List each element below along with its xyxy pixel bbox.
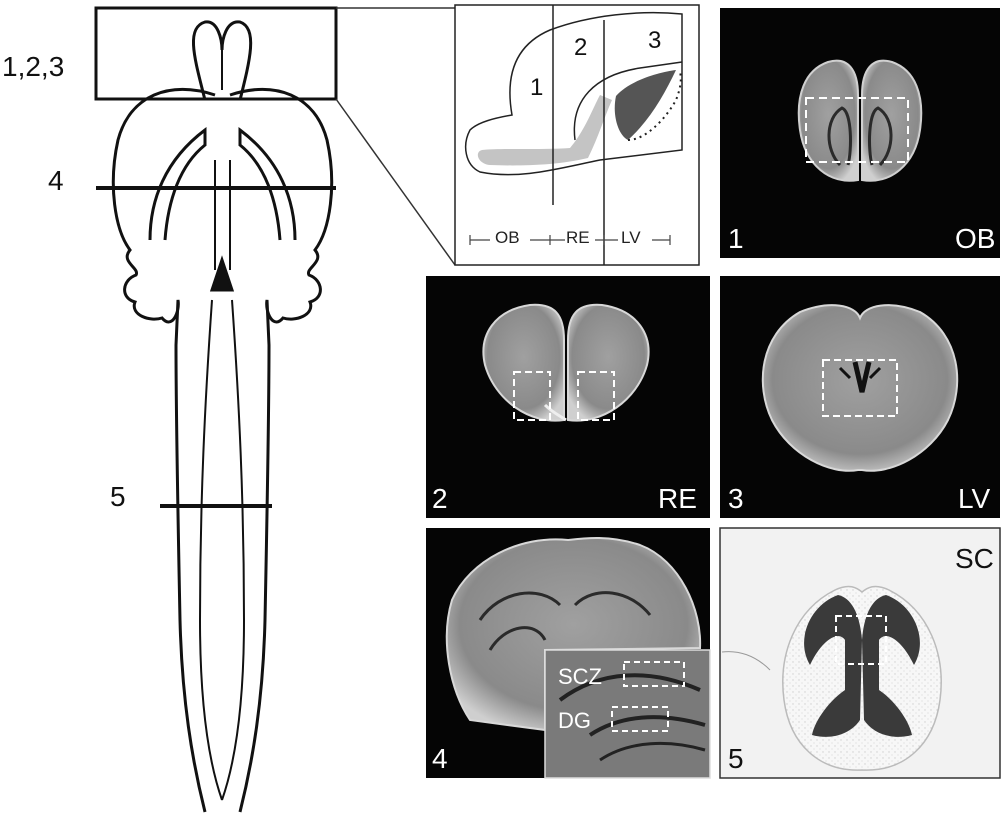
brain-spinal-cord-outline <box>113 22 331 812</box>
section-box-123 <box>96 8 336 99</box>
panel-3-lv <box>720 276 1000 518</box>
panel-1-ob <box>720 8 1000 258</box>
zoom-connector-bottom <box>336 99 455 265</box>
panel-5-number: 5 <box>728 743 744 774</box>
schematic-label-re: RE <box>566 228 590 247</box>
panel-4-number: 4 <box>432 743 448 774</box>
panel-3-label: LV <box>958 483 990 514</box>
level-label-123: 1,2,3 <box>2 51 64 82</box>
level-label-5: 5 <box>110 481 126 512</box>
panel-1-label: OB <box>955 223 995 254</box>
panel-4-dg-label: DG <box>558 708 591 733</box>
panel-1-number: 1 <box>728 223 744 254</box>
schematic-number-3: 3 <box>648 27 661 54</box>
panel-2-re <box>426 276 710 518</box>
schematic-label-lv: LV <box>621 228 641 247</box>
panel-4-hippocampus <box>426 528 710 778</box>
schematic-label-ob: OB <box>495 228 520 247</box>
panel-2-number: 2 <box>432 483 448 514</box>
schematic-number-2: 2 <box>574 34 587 61</box>
panel-2-label: RE <box>658 483 697 514</box>
schematic-number-1: 1 <box>530 74 543 101</box>
panel-5-label: SC <box>955 543 994 574</box>
level-label-4: 4 <box>48 165 64 196</box>
panel-3-number: 3 <box>728 483 744 514</box>
panel-4-scz-label: SCZ <box>558 664 602 689</box>
